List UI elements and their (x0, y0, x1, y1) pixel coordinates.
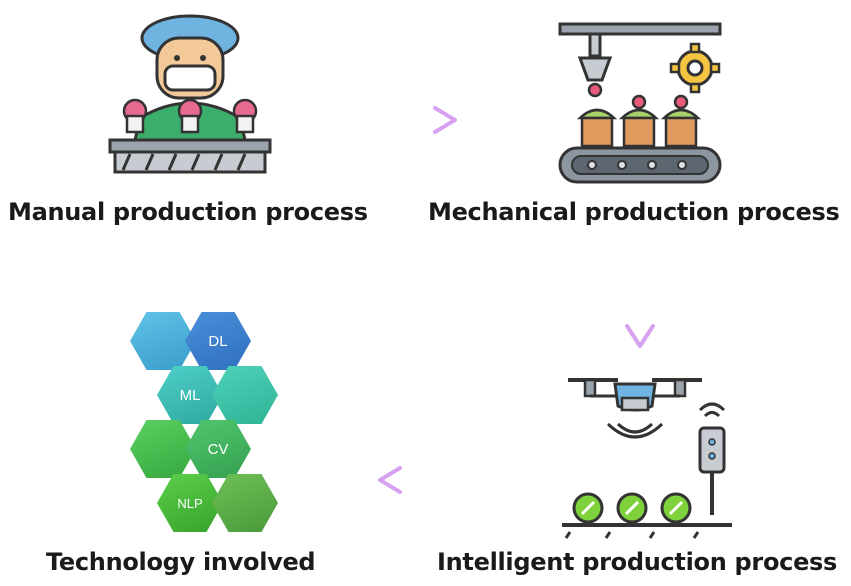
arrow-down-icon (625, 263, 655, 348)
technology-hexagon-cluster: DL ML CV NLP (100, 300, 300, 540)
mechanical-stage-label: Mechanical production process (428, 198, 840, 226)
hex-blank-4 (212, 474, 278, 532)
arrow-right-icon (375, 106, 457, 134)
manual-stage-label: Manual production process (8, 198, 368, 226)
technology-stage-label: Technology involved (46, 548, 316, 576)
hex-cv: CV (185, 420, 251, 478)
arrow-left-icon (378, 466, 460, 494)
conveyor-robot-arm-icon (552, 20, 727, 190)
intelligent-stage-label: Intelligent production process (437, 548, 838, 576)
hex-blank-2 (212, 366, 278, 424)
worker-with-cupcakes-icon (105, 8, 275, 178)
drone-sensor-field-icon (560, 370, 735, 542)
hex-dl: DL (185, 312, 251, 370)
